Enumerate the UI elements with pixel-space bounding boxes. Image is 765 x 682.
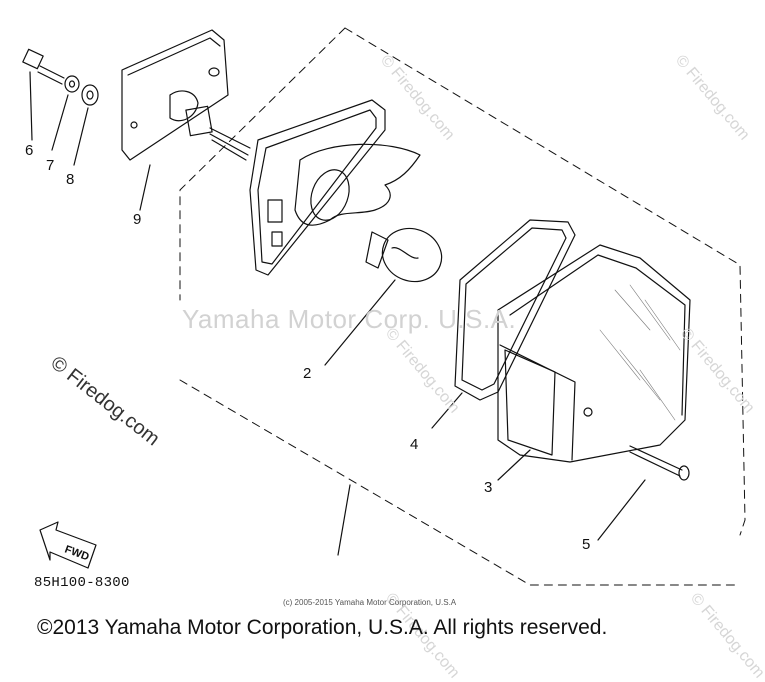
bolt-part-6 (22, 48, 65, 141)
leader-outline (337, 484, 351, 556)
lens-part-3 (497, 244, 691, 481)
callout-3: 3 (484, 479, 493, 496)
callout-9: 9 (133, 211, 142, 228)
footer-copyright: ©2013 Yamaha Motor Corporation, U.S.A. A… (37, 616, 608, 639)
base-plate-part-9 (121, 29, 229, 161)
fwd-label: FWD (63, 544, 91, 564)
assembly-outline (179, 27, 746, 586)
exploded-view-drawing: FWD (22, 27, 746, 586)
callout-6: 6 (25, 142, 34, 159)
gasket-part-4 (431, 219, 576, 429)
callout-2: 2 (303, 365, 312, 382)
connector-wires (185, 105, 251, 161)
diagram-part-code: 85H100-8300 (34, 575, 130, 591)
screw-part-5 (597, 445, 690, 541)
diagram-canvas: FWD Yamaha Motor Corp. U.S.A. © Firedog.… (22, 27, 765, 681)
callout-7: 7 (46, 157, 55, 174)
leader-9 (139, 164, 151, 211)
washer-part-7 (51, 75, 80, 151)
small-copyright: (c) 2005-2015 Yamaha Motor Corporation, … (283, 598, 457, 607)
callout-4: 4 (410, 436, 419, 453)
fwd-arrow-icon: FWD (39, 521, 97, 569)
bulb-part-2 (324, 227, 443, 366)
nut-part-8 (73, 84, 99, 166)
callout-8: 8 (66, 171, 75, 188)
socket-housing (249, 99, 421, 276)
callout-5: 5 (582, 536, 591, 553)
watermark-yamaha: Yamaha Motor Corp. U.S.A. (182, 304, 517, 334)
